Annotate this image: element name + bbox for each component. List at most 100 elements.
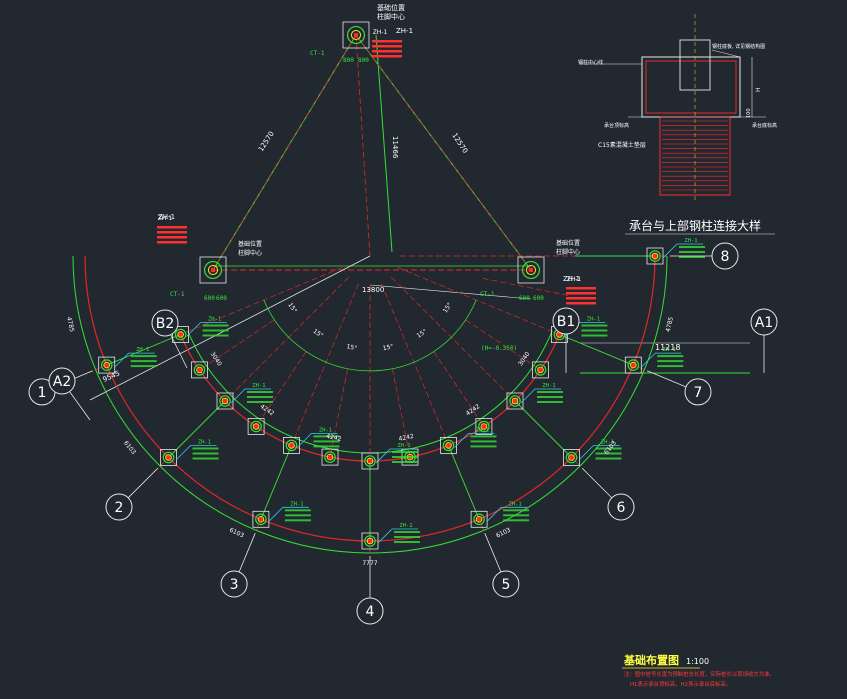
mid-pile-9-column xyxy=(445,442,452,449)
mark-layer: ZH-1ZH-1ZH-1ZH-1ZH-1ZH-1ZH-1ZH-1ZH-1ZH-1… xyxy=(98,14,775,669)
outer-pile-5-pile xyxy=(473,513,485,526)
outer-label-4-tag: ZH-1 xyxy=(399,523,412,529)
outer-label-3-spec-3 xyxy=(284,519,311,522)
mid-pile-10-core xyxy=(481,424,486,429)
top-right-core xyxy=(529,268,533,272)
outer-pile-1-column xyxy=(103,361,110,369)
outer-pile-4-column xyxy=(366,537,374,545)
outer-seg-dim-1: 4785 xyxy=(65,316,75,333)
top-left-cap xyxy=(199,256,227,284)
mid-pile-11-core xyxy=(513,399,517,403)
axis-bubble-2-label: 2 xyxy=(115,500,124,516)
axis-top-right xyxy=(355,34,532,271)
outer-label-4-spec-3 xyxy=(394,541,420,543)
right-dim-600-b: 600 xyxy=(533,295,544,302)
b1-pit-elev: (H=-0.350) xyxy=(481,345,517,352)
outer-label-4-leader xyxy=(377,528,418,544)
detail-label-top: 钢柱底板, 详见钢结构图 xyxy=(712,43,765,50)
mid-label-1-spec-3 xyxy=(202,334,229,337)
mid-pile-6-core xyxy=(328,455,332,460)
outer-label-4-spec-2 xyxy=(394,536,420,538)
mid-pile-2-core xyxy=(197,367,202,372)
outer-label-1-spec-1 xyxy=(130,355,157,358)
outer-label-5-leader xyxy=(486,506,528,522)
mid-label-7-tag: ZH-1 xyxy=(587,317,600,323)
plan-note-1: 注：图中桩号长度为预制桩总长度，实际桩长以现场收方为准。 xyxy=(624,670,775,678)
mid-label-3-spec-1 xyxy=(313,435,340,438)
top-center-column xyxy=(350,29,362,41)
outer-label-3-spec-1 xyxy=(284,509,311,512)
mid-label-5-spec-3 xyxy=(470,445,497,448)
outer-label-6-spec-2 xyxy=(595,452,622,455)
mid-pile-5-pile xyxy=(285,439,298,452)
top-center-cap xyxy=(342,21,370,49)
mid-pile-12-cap xyxy=(532,361,549,379)
left-red-spec-4 xyxy=(157,241,187,244)
mid-label-4-tag: ZH-1 xyxy=(397,443,410,449)
mid-pile-13-core xyxy=(557,332,562,337)
outer-pile-5-core xyxy=(477,517,482,522)
outer-label-5-spec-2 xyxy=(503,514,530,517)
outer-pile-1-cap xyxy=(98,356,116,374)
outer-pile-1-pile xyxy=(100,359,113,371)
outer-label-8-spec-2 xyxy=(679,251,705,253)
mid-label-7-spec-2 xyxy=(581,329,608,332)
detail-column xyxy=(679,39,711,91)
axis-bubble-A1-label: A1 xyxy=(755,315,773,331)
outer-label-2-spec-1 xyxy=(192,447,219,450)
mid-pile-4-cap xyxy=(247,418,265,435)
right-note-1: 基础位置 xyxy=(556,239,580,247)
center-note-1: 基础位置 xyxy=(377,3,405,12)
outer-pile-2-cap xyxy=(160,449,177,466)
axis-bubble-4-circle xyxy=(356,597,384,625)
plan-title: 基础布置图 xyxy=(623,653,679,667)
axis-bubble-1-label: 1 xyxy=(38,385,47,401)
axis-bubble-2-circle xyxy=(105,493,133,521)
outer-label-4-spec-1 xyxy=(394,531,420,533)
mid-pile-9-core xyxy=(446,443,451,448)
outer-label-1-spec-2 xyxy=(130,360,157,363)
axis-bubble-5-circle xyxy=(492,570,520,598)
radial-beam-1 xyxy=(106,334,181,366)
center-red-spec-3 xyxy=(372,50,402,53)
detail-dim-100: 100 xyxy=(746,108,752,118)
left-dim-600-b: 600 xyxy=(216,295,227,302)
mid-label-5-spec-1 xyxy=(470,435,497,438)
axis-bubble-7-circle xyxy=(684,378,712,406)
right-red-spec-4 xyxy=(566,302,596,305)
outer-pile-8-core xyxy=(653,254,657,258)
outer-pile-7-pile xyxy=(627,359,640,371)
top-left-pile xyxy=(203,260,223,280)
outer-label-7-tag: ZH-1 xyxy=(663,347,676,353)
axis-bubble-B1-circle xyxy=(552,307,580,335)
mid-pile-9-pile xyxy=(442,439,455,452)
mid-label-6-leader xyxy=(520,388,561,404)
mid-label-7-spec-3 xyxy=(581,334,608,337)
axis-bubble-A2-circle xyxy=(48,367,76,395)
mid-pile-5-core xyxy=(289,443,294,448)
outer-label-2-spec-3 xyxy=(192,457,219,460)
axis-bubble-A2-label: A2 xyxy=(53,374,71,390)
radial-sub-axis-2 xyxy=(255,351,307,427)
mid-pile-1-core xyxy=(178,332,183,337)
right-dim-600-a: 600 xyxy=(519,295,530,302)
mid-label-4-spec-2 xyxy=(392,456,418,458)
center-red-spec-2 xyxy=(372,45,402,48)
outer-label-6-tag: ZH-1 xyxy=(601,440,614,446)
axis-bubble-3-circle xyxy=(220,570,248,598)
outer-label-6-spec-3 xyxy=(595,457,622,460)
left-red-spec-2 xyxy=(157,231,187,234)
arc-angle-4: 15° xyxy=(382,343,394,352)
right-pit-tag: CT-1 xyxy=(480,291,495,298)
outer-pile-4-cap xyxy=(361,532,379,550)
outer-pile-3-column xyxy=(257,516,265,523)
mid-label-6-spec-2 xyxy=(537,396,563,398)
outer-label-3-spec-2 xyxy=(284,514,311,517)
radial-sub-axis-1 xyxy=(199,319,275,371)
mid-label-1-spec-2 xyxy=(202,329,229,332)
arc-outer-green xyxy=(72,255,668,554)
axis-bubble-B1-label: B1 xyxy=(557,314,576,330)
outer-label-3-tag: ZH-1 xyxy=(290,501,303,507)
